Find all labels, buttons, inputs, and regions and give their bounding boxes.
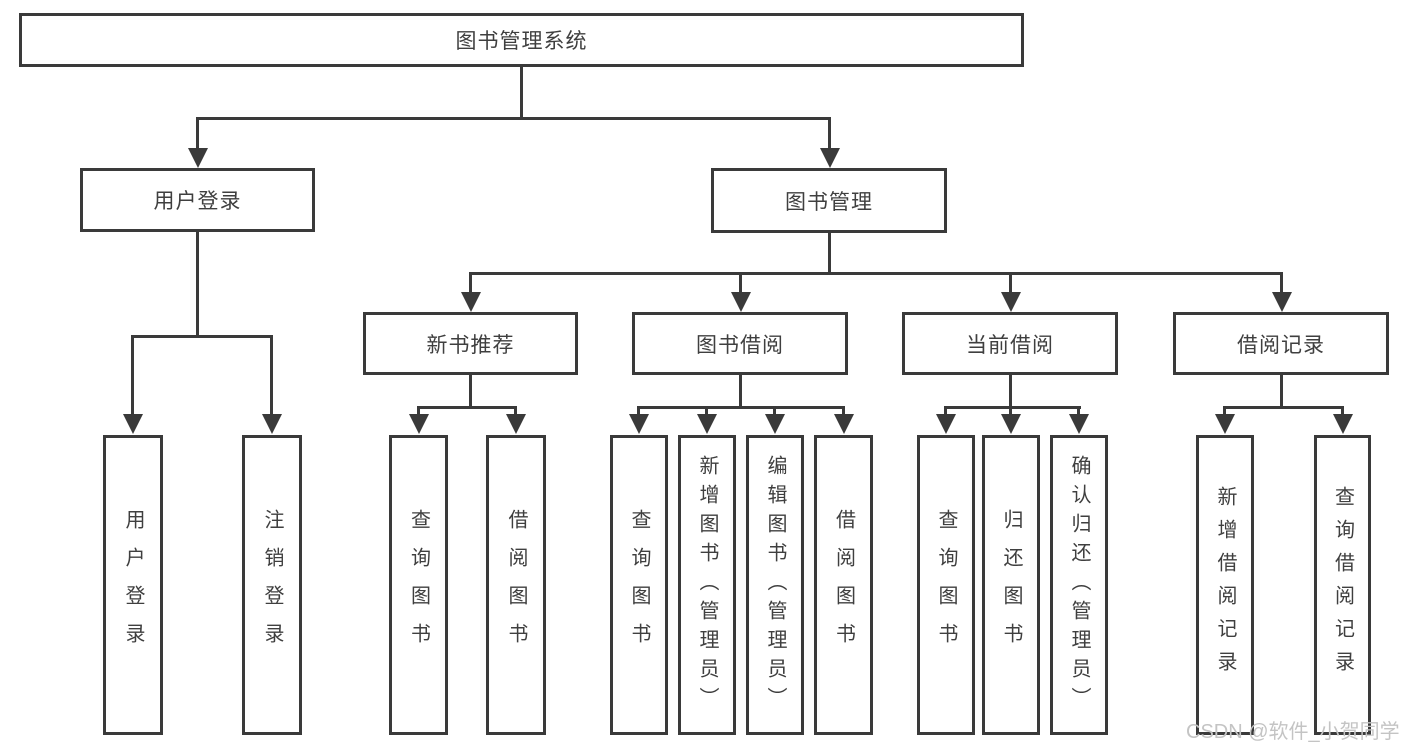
connector-shaft-user-login	[196, 117, 199, 150]
arrow-down-icon	[262, 414, 282, 434]
node-library-management-system: 图书管理系统	[19, 13, 1024, 67]
connector-bar	[417, 406, 517, 409]
leaf-label: 借阅图书	[832, 509, 855, 661]
connector-shaft	[417, 406, 420, 415]
leaf-borrow-books: 借阅图书	[486, 435, 546, 735]
connector-bar	[637, 406, 845, 409]
leaf-label: 查询图书	[628, 509, 650, 661]
node-borrowing-records: 借阅记录	[1173, 312, 1389, 375]
node-label: 借阅记录	[1237, 333, 1325, 357]
node-new-book-recommend: 新书推荐	[363, 312, 578, 375]
arrow-down-icon	[697, 414, 717, 434]
connector-shaft	[469, 272, 472, 294]
connector-shaft	[1009, 272, 1012, 294]
connector-shaft	[1280, 272, 1283, 294]
connector-shaft	[739, 272, 742, 294]
connector-shaft	[705, 406, 708, 415]
node-book-management: 图书管理	[711, 168, 947, 233]
leaf-label: 新增借阅记录	[1214, 486, 1236, 684]
arrow-down-icon	[731, 292, 751, 312]
arrow-down-icon	[629, 414, 649, 434]
arrow-down-icon	[1001, 292, 1021, 312]
leaf-edit-books-admin: 编辑图书（管理员）	[746, 435, 804, 735]
node-label: 图书管理系统	[455, 30, 588, 53]
connector-shaft	[514, 406, 517, 415]
leaf-return-books: 归还图书	[982, 435, 1040, 735]
connector-shaft	[1077, 406, 1080, 415]
connector-trunk	[1009, 375, 1012, 408]
leaf-label: 查询图书	[935, 509, 957, 661]
arrow-down-icon	[1333, 414, 1353, 434]
arrow-down-icon	[506, 414, 526, 434]
arrow-down-icon	[1272, 292, 1292, 312]
connector-shaft	[1223, 406, 1226, 415]
leaf-user-login: 用户登录	[103, 435, 163, 735]
leaf-label: 归还图书	[1000, 509, 1022, 661]
node-book-borrowing: 图书借阅	[632, 312, 848, 375]
arrow-down-icon	[1215, 414, 1235, 434]
arrow-down-icon	[461, 292, 481, 312]
leaf-label: 查询借阅记录	[1331, 486, 1354, 684]
connector-shaft	[773, 406, 776, 415]
arrow-down-icon	[1069, 414, 1089, 434]
node-label: 用户登录	[153, 190, 242, 213]
connector-shaft	[944, 406, 947, 415]
connector-root-trunk	[520, 65, 523, 119]
leaf-query-books: 查询图书	[610, 435, 668, 735]
leaf-borrow-books: 借阅图书	[814, 435, 873, 735]
connector-shaft	[1341, 406, 1344, 415]
node-label: 图书借阅	[696, 333, 784, 357]
connector-login-trunk	[196, 232, 199, 335]
connector-trunk	[739, 375, 742, 408]
leaf-label: 借阅图书	[505, 509, 527, 661]
leaf-add-borrow-record: 新增借阅记录	[1196, 435, 1254, 735]
leaf-label: 查询图书	[407, 509, 430, 661]
connector-bar	[944, 406, 1081, 409]
connector-trunk	[469, 375, 472, 408]
arrow-down-icon	[834, 414, 854, 434]
connector-shaft	[270, 335, 273, 415]
arrow-down-icon	[123, 414, 143, 434]
arrow-down-icon	[409, 414, 429, 434]
connector-bar	[1223, 406, 1343, 409]
connector-login-bar	[132, 335, 273, 338]
leaf-confirm-return-admin: 确认归还（管理员）	[1050, 435, 1108, 735]
connector-mgmt-bar	[469, 272, 1282, 275]
arrow-down-icon	[936, 414, 956, 434]
leaf-label: 用户登录	[122, 509, 144, 661]
arrow-down-icon	[820, 148, 840, 168]
leaf-label: 编辑图书（管理员）	[764, 454, 786, 716]
connector-trunk	[1280, 375, 1283, 408]
leaf-add-books-admin: 新增图书（管理员）	[678, 435, 736, 735]
node-current-borrowing: 当前借阅	[902, 312, 1118, 375]
leaf-logout: 注销登录	[242, 435, 302, 735]
connector-root-bar	[196, 117, 831, 120]
connector-shaft	[1009, 406, 1012, 415]
arrow-down-icon	[1001, 414, 1021, 434]
node-label: 新书推荐	[426, 333, 515, 357]
leaf-query-books: 查询图书	[389, 435, 448, 735]
connector-shaft	[131, 335, 134, 415]
node-label: 当前借阅	[966, 333, 1054, 357]
leaf-label: 确认归还（管理员）	[1068, 454, 1090, 716]
leaf-query-borrow-record: 查询借阅记录	[1314, 435, 1371, 735]
arrow-down-icon	[765, 414, 785, 434]
node-user-login: 用户登录	[80, 168, 315, 232]
leaf-label: 注销登录	[261, 509, 283, 661]
node-label: 图书管理	[785, 190, 873, 214]
connector-mgmt-trunk	[828, 233, 831, 274]
leaf-query-books: 查询图书	[917, 435, 975, 735]
csdn-watermark: CSDN @软件_小贺同学	[1186, 721, 1400, 743]
leaf-label: 新增图书（管理员）	[696, 454, 718, 716]
connector-shaft-book-mgmt	[828, 117, 831, 150]
connector-shaft	[637, 406, 640, 415]
connector-shaft	[842, 406, 845, 415]
arrow-down-icon	[188, 148, 208, 168]
